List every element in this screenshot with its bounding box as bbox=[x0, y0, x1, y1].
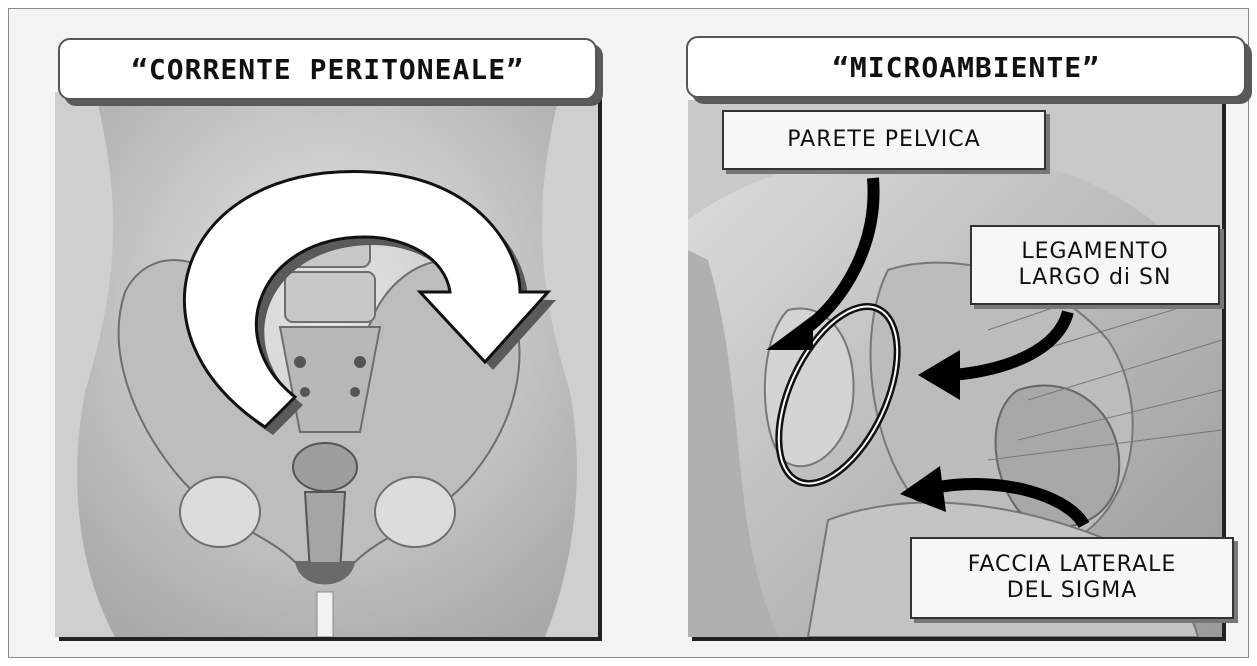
circular-arrow-icon bbox=[150, 152, 560, 442]
label-legamento-line2: LARGO di SN bbox=[1019, 265, 1172, 291]
label-faccia-line2: DEL SIGMA bbox=[1007, 578, 1138, 604]
label-legamento-largo: LEGAMENTO LARGO di SN bbox=[970, 225, 1220, 305]
label-faccia-line1: FACCIA LATERALE bbox=[968, 552, 1177, 578]
title-corrente-peritoneale: “CORRENTE PERITONEALE” bbox=[58, 38, 597, 100]
label-legamento-line1: LEGAMENTO bbox=[1021, 239, 1168, 265]
label-parete-pelvica: PARETE PELVICA bbox=[722, 110, 1046, 170]
pelvis-illustration bbox=[55, 92, 598, 637]
label-faccia-laterale: FACCIA LATERALE DEL SIGMA bbox=[910, 537, 1234, 619]
title-microambiente: “MICROAMBIENTE” bbox=[686, 36, 1246, 98]
label-parete-text: PARETE PELVICA bbox=[787, 127, 980, 153]
